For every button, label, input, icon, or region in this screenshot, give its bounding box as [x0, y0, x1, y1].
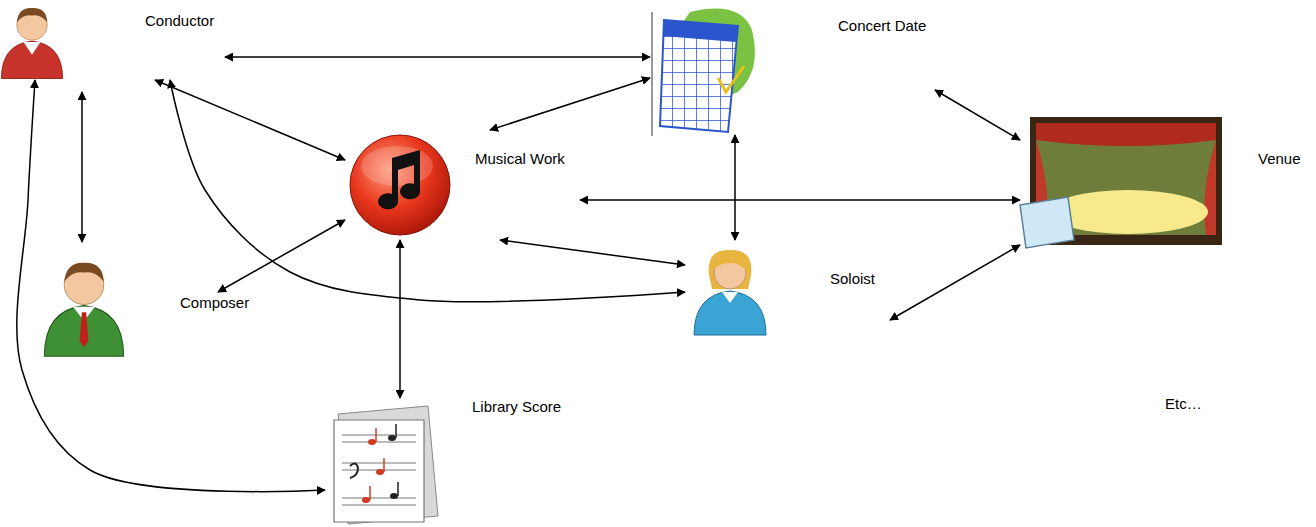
concert-date-node: Concert Date — [650, 5, 935, 135]
relation-arrow — [225, 56, 650, 58]
composer-node: Composer — [178, 292, 253, 314]
relation-arrow — [155, 80, 345, 160]
relation-arrow — [500, 240, 685, 265]
score-icon — [334, 406, 438, 524]
node-label: Library Score — [472, 398, 561, 416]
venue-node: Venue — [1020, 110, 1305, 250]
node-label: Conductor — [145, 12, 214, 30]
relation-arrow — [218, 220, 345, 292]
node-label: Soloist — [830, 270, 875, 288]
calendar-icon — [652, 9, 755, 136]
note-label: Etc… — [1165, 395, 1202, 413]
node-label: Musical Work — [475, 150, 565, 168]
node-label: Composer — [180, 294, 249, 312]
relation-arrow — [17, 80, 325, 492]
conductor-icon — [1, 8, 62, 79]
relation-arrow — [170, 80, 685, 302]
relation-arrow — [580, 199, 1020, 201]
music-icon — [350, 135, 450, 235]
musical-work-node: Musical Work — [345, 130, 580, 240]
soloist-icon — [694, 250, 766, 335]
library-score-node: Library Score — [325, 398, 570, 523]
manager-icon — [44, 263, 123, 357]
node-label: Venue — [1258, 150, 1301, 168]
relation-arrow — [890, 245, 1020, 320]
relation-arrow — [399, 240, 401, 398]
relation-arrow — [935, 90, 1020, 140]
relation-arrow — [734, 135, 736, 240]
soloist-node: Soloist — [685, 240, 890, 340]
connector-line — [81, 92, 83, 242]
node-label: Concert Date — [838, 17, 926, 35]
relation-arrow — [490, 78, 650, 130]
conductor-node: Conductor — [0, 0, 225, 80]
stage-icon — [1020, 117, 1222, 248]
